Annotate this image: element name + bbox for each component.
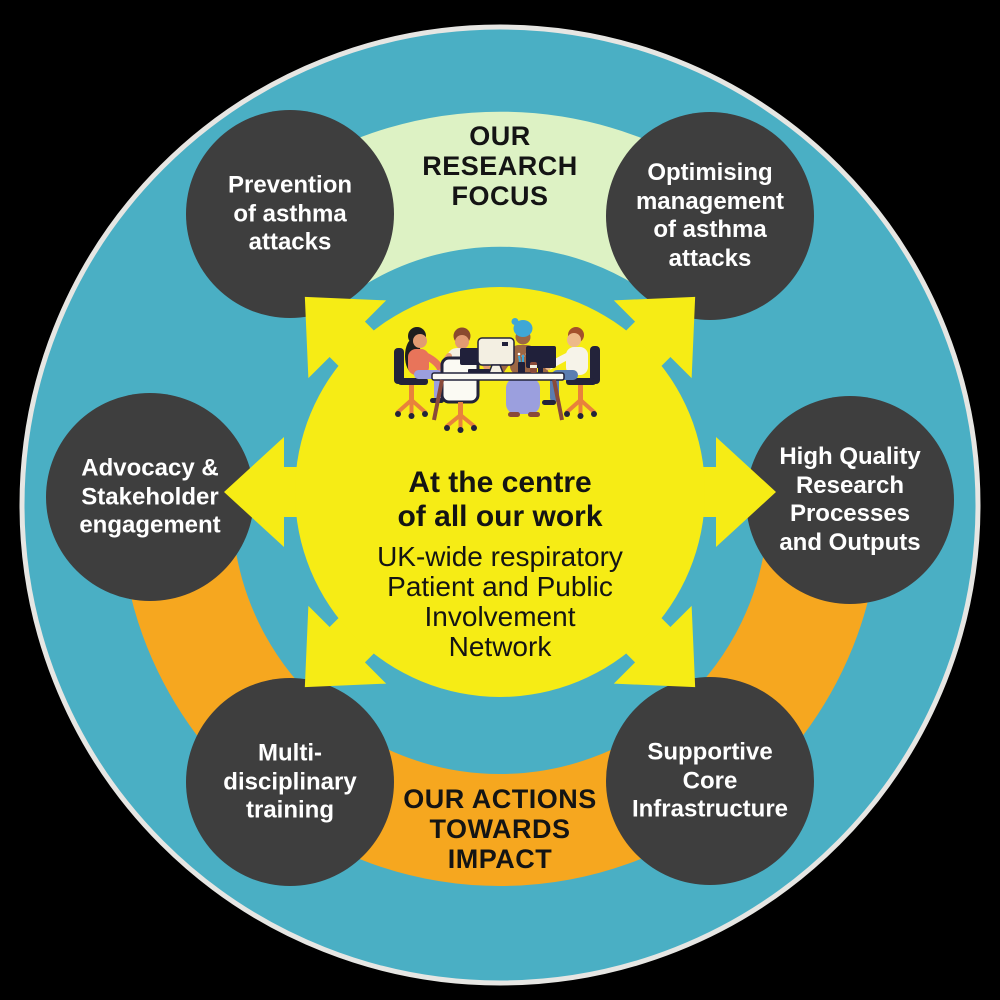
research-focus-label: OUR RESEARCH FOCUS bbox=[422, 121, 578, 211]
node-label-prevention: Prevention of asthma attacks bbox=[227, 171, 353, 256]
node-label-advocacy: Advocacy & Stakeholder engagement bbox=[79, 454, 221, 539]
node-label-high-quality: High Quality Research Processes and Outp… bbox=[779, 443, 921, 556]
table bbox=[431, 372, 565, 381]
node-circle-optimising bbox=[606, 112, 814, 320]
node-circle-advocacy bbox=[46, 393, 254, 601]
node-circle-high-quality bbox=[746, 396, 954, 604]
monitor-dark-left bbox=[460, 348, 482, 365]
arrow-to-high-quality bbox=[645, 437, 776, 547]
center-heading: At the centre of all our work bbox=[397, 466, 603, 533]
actions-impact-label: OUR ACTIONS TOWARDS IMPACT bbox=[403, 784, 597, 874]
node-label-training: Multi- disciplinary training bbox=[223, 739, 357, 824]
node-circle-training bbox=[186, 678, 394, 886]
center-body: UK-wide respiratory Patient and Public I… bbox=[377, 541, 623, 662]
node-circle-infrastructure bbox=[606, 677, 814, 885]
actions-impact-band bbox=[123, 541, 877, 886]
headwrap bbox=[513, 320, 533, 337]
center-circle bbox=[295, 287, 705, 697]
monitor-white bbox=[477, 337, 515, 366]
node-circle-prevention bbox=[186, 110, 394, 318]
team-meeting-illustration bbox=[394, 318, 600, 433]
node-label-infrastructure: Supportive Core Infrastructure bbox=[631, 738, 789, 823]
node-label-optimising: Optimising management of asthma attacks bbox=[635, 159, 785, 272]
arrow-to-advocacy bbox=[224, 437, 355, 547]
